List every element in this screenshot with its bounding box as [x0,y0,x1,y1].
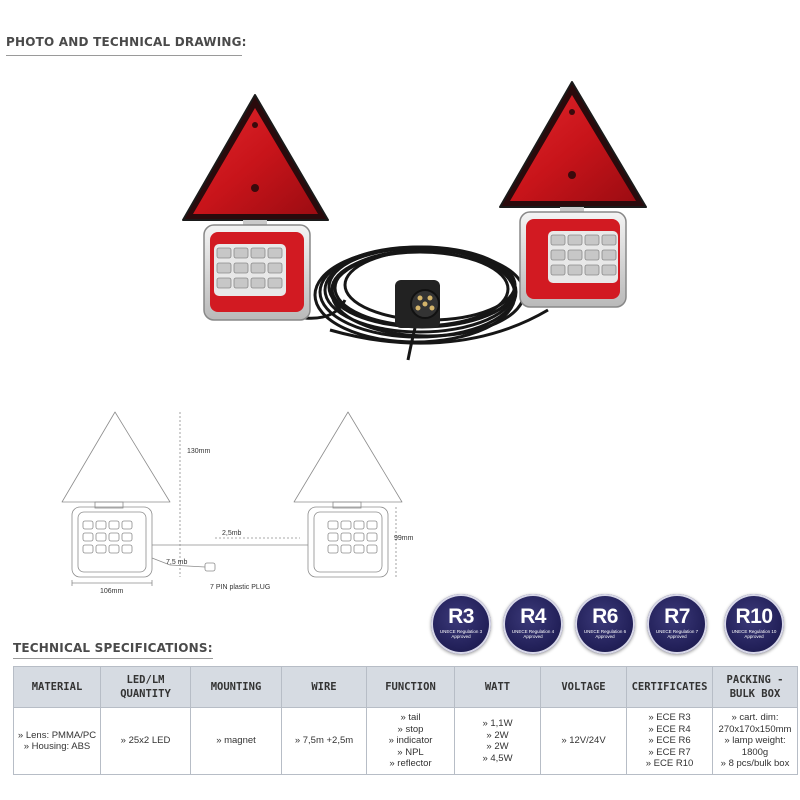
header-watt: WATT [454,666,541,708]
cell-material: » Lens: PMMA/PC » Housing: ABS [13,707,101,775]
right-lamp-outline [307,506,389,578]
material-lens: » Lens: PMMA/PC [17,729,97,741]
packing-item: » cart. dim: [731,712,779,724]
badge-code: R6 [592,605,618,628]
badge-code: R3 [448,605,474,628]
badge-status: Approved [451,634,471,639]
header-packing: PACKING - BULK BOX [712,666,798,708]
dim-lamp-height: 99mm [394,535,414,542]
photo-section-underline [6,55,242,56]
cell-certificates: » ECE R3 » ECE R4 » ECE R6 » ECE R7 » EC… [626,707,713,775]
certificate-item: » ECE R4 [648,723,691,735]
badge-regulation: UNECE Regulation 10 [731,629,777,634]
function-item: » NPL [397,746,424,758]
header-led-quantity: LED/LM QUANTITY [100,666,191,708]
badge-code: R4 [520,605,546,628]
right-lamp-unit [499,81,647,308]
dim-triangle-height: 130mm [187,448,211,455]
cell-function: » tail » stop » indicator » NPL » reflec… [366,707,455,775]
cell-watt: » 1,1W » 2W » 2W » 4,5W [454,707,541,775]
header-wire: WIRE [281,666,367,708]
product-photo [182,81,647,361]
badge-r3: R3 UNECE Regulation 3 Approved [431,594,491,654]
certificate-item: » ECE R7 [648,746,691,758]
specs-section-underline [13,658,213,659]
seven-pin-plug [395,280,440,361]
header-material: MATERIAL [13,666,101,708]
certificate-item: » ECE R6 [648,735,691,747]
badge-r4: R4 UNECE Regulation 4 Approved [503,594,563,654]
dim-lamp-width: 106mm [100,588,124,595]
header-certificates: CERTIFICATES [626,666,713,708]
certificate-item: » ECE R3 [648,712,691,724]
photo-section-title: PHOTO AND TECHNICAL DRAWING: [6,35,247,49]
plug-label: 7 PIN plastic PLUG [210,584,270,591]
cell-wire: » 7,5m +2,5m [281,707,367,775]
packing-item: » lamp weight: [724,735,786,747]
badge-status: Approved [744,634,764,639]
badge-r10: R10 UNECE Regulation 10 Approved [724,594,784,654]
function-item: » tail [400,712,421,724]
watt-item: » 2W [486,729,509,741]
badge-regulation: UNECE Regulation 7 [655,629,699,634]
left-lamp-outline [71,506,153,578]
packing-item: 1800g [741,746,769,758]
badge-regulation: UNECE Regulation 3 [439,629,483,634]
left-lamp-unit [182,94,329,321]
cell-voltage: » 12V/24V [540,707,627,775]
badge-status: Approved [523,634,543,639]
badge-code: R10 [735,605,773,628]
specs-section-title: TECHNICAL SPECIFICATIONS: [13,641,213,655]
material-housing: » Housing: ABS [23,741,91,752]
dim-main-cable: 2,5mb [222,530,242,537]
header-voltage: VOLTAGE [540,666,627,708]
header-mounting: MOUNTING [190,666,282,708]
watt-item: » 1,1W [482,718,513,729]
technical-drawing: 130mm 2,5mb 99mm 7,5 mb 7 PIN plastic PL… [61,411,414,595]
watt-item: » 4,5W [482,752,513,764]
badge-r6: R6 UNECE Regulation 6 Approved [575,594,635,654]
badge-regulation: UNECE Regulation 6 [583,629,627,634]
packing-item: 270x170x150mm [718,723,792,735]
dim-plug-cable: 7,5 mb [166,559,188,566]
specs-header-row: MATERIAL LED/LM QUANTITY MOUNTING WIRE F… [13,666,798,708]
left-triangle-outline [61,411,171,503]
certificate-item: » ECE R10 [645,758,694,770]
specs-data-row: » Lens: PMMA/PC » Housing: ABS » 25x2 LE… [13,707,798,775]
specs-table: MATERIAL LED/LM QUANTITY MOUNTING WIRE F… [13,666,798,775]
badge-status: Approved [595,634,615,639]
right-triangle-outline [293,411,403,503]
badge-r7: R7 UNECE Regulation 7 Approved [647,594,707,654]
cell-packing: » cart. dim: 270x170x150mm » lamp weight… [712,707,798,775]
badge-code: R7 [664,605,690,628]
badge-status: Approved [667,634,687,639]
watt-item: » 2W [486,741,509,752]
packing-item: » 8 pcs/bulk box [720,758,790,770]
function-item: » reflector [389,758,432,770]
function-item: » stop [397,723,424,735]
function-item: » indicator [388,735,433,747]
header-function: FUNCTION [366,666,455,708]
cell-led: » 25x2 LED [100,707,191,775]
badge-regulation: UNECE Regulation 4 [511,629,555,634]
cell-mounting: » magnet [190,707,282,775]
